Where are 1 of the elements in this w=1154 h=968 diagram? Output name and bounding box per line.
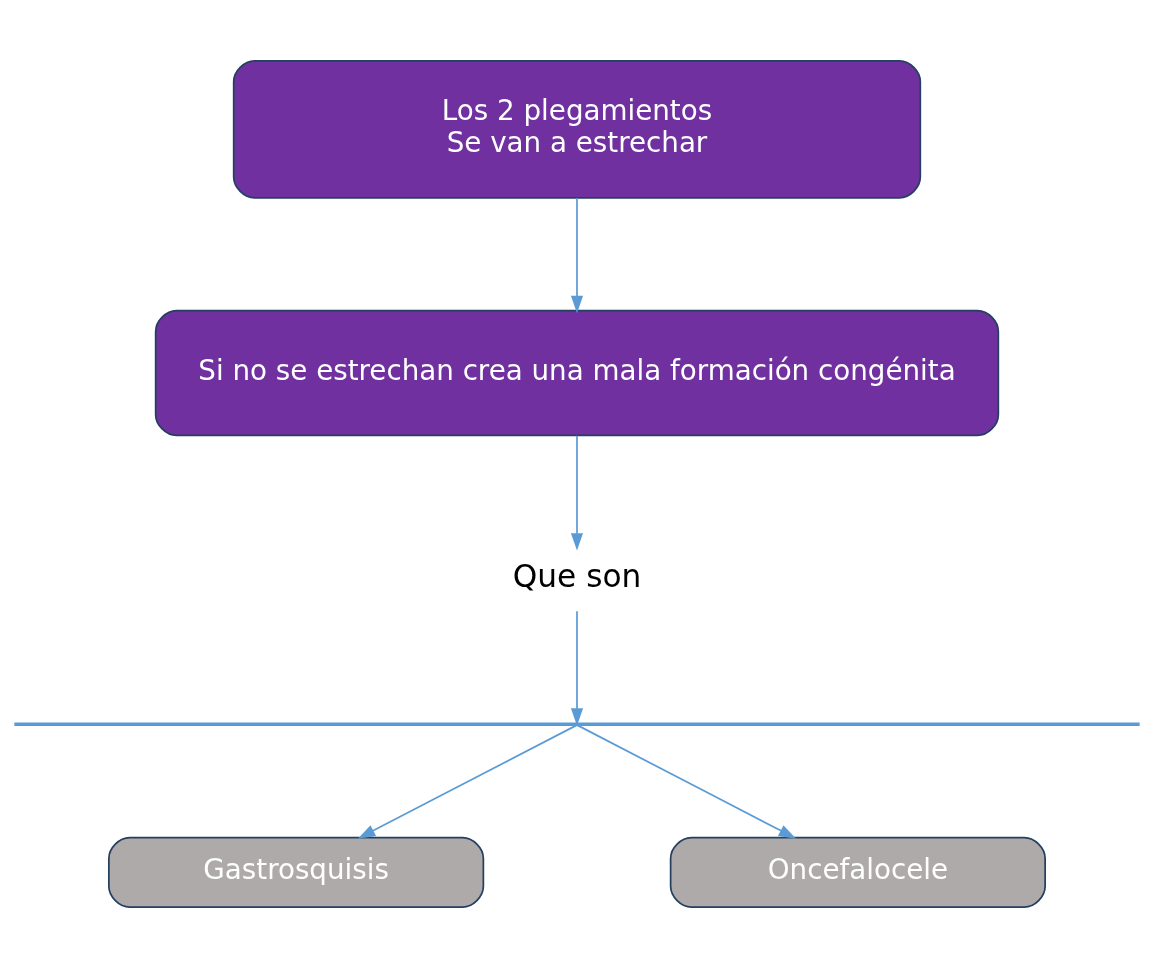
node-text: Que son bbox=[512, 557, 642, 594]
